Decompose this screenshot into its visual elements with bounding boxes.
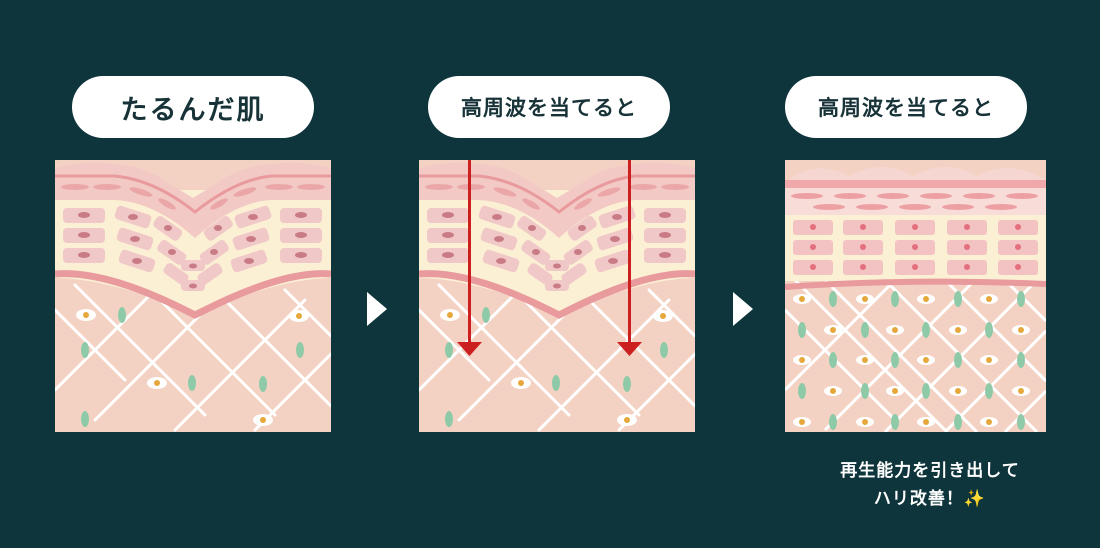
firm-skin-diagram [785,160,1046,432]
dermal-cells [440,309,673,426]
fibroblast-cells [81,307,304,427]
epidermis-band [785,180,1046,188]
epidermis-cells [425,184,689,210]
cell-nuclei [810,224,1021,270]
stage-label-applying-rf: 高周波を当てると [428,76,670,138]
cell-nuclei [78,212,307,289]
applying-rf-diagram [419,160,695,432]
epidermis-layer [785,188,1046,215]
play-arrow-icon [367,292,387,326]
dermal-cells [76,309,309,426]
stage-label-text: たるんだ肌 [120,94,266,126]
result-caption-line-1: 再生能力を引き出して [840,461,1020,481]
epidermis-layer [419,162,695,238]
basement-membrane [55,270,331,319]
dermal-cells [793,294,1030,427]
epidermis-outline [419,174,695,214]
basement-membrane [419,270,695,319]
result-caption-text: ハリ改善！ [873,489,964,509]
stage-label-sagging-skin: たるんだ肌 [72,76,314,138]
fibroblast-cells [798,291,1025,430]
epidermis [55,162,331,238]
basement-membrane [785,278,1046,290]
stage-label-after-rf: 高周波を当てると [785,76,1027,138]
sagging-skin-diagram [55,160,331,432]
collagen-fiber-network [55,283,331,432]
stage-label-text: 高周波を当てると [818,96,994,120]
epidermis-cells [61,184,325,210]
stage-label-text: 高周波を当てると [461,96,637,120]
fibroblast-cells [445,307,668,427]
epidermis [419,162,695,238]
epidermis-layer [55,162,331,238]
epidermis [785,167,1046,215]
sparkles-icon: ✨ [963,489,987,509]
epidermis-outline [55,174,331,214]
cell-nuclei [442,212,671,289]
epidermis-cells [791,193,1038,210]
down-arrow-icon [457,160,482,356]
play-arrow-icon [733,292,753,326]
result-caption-line-2: ハリ改善！✨ [800,484,1060,509]
down-arrow-icon [617,160,642,356]
